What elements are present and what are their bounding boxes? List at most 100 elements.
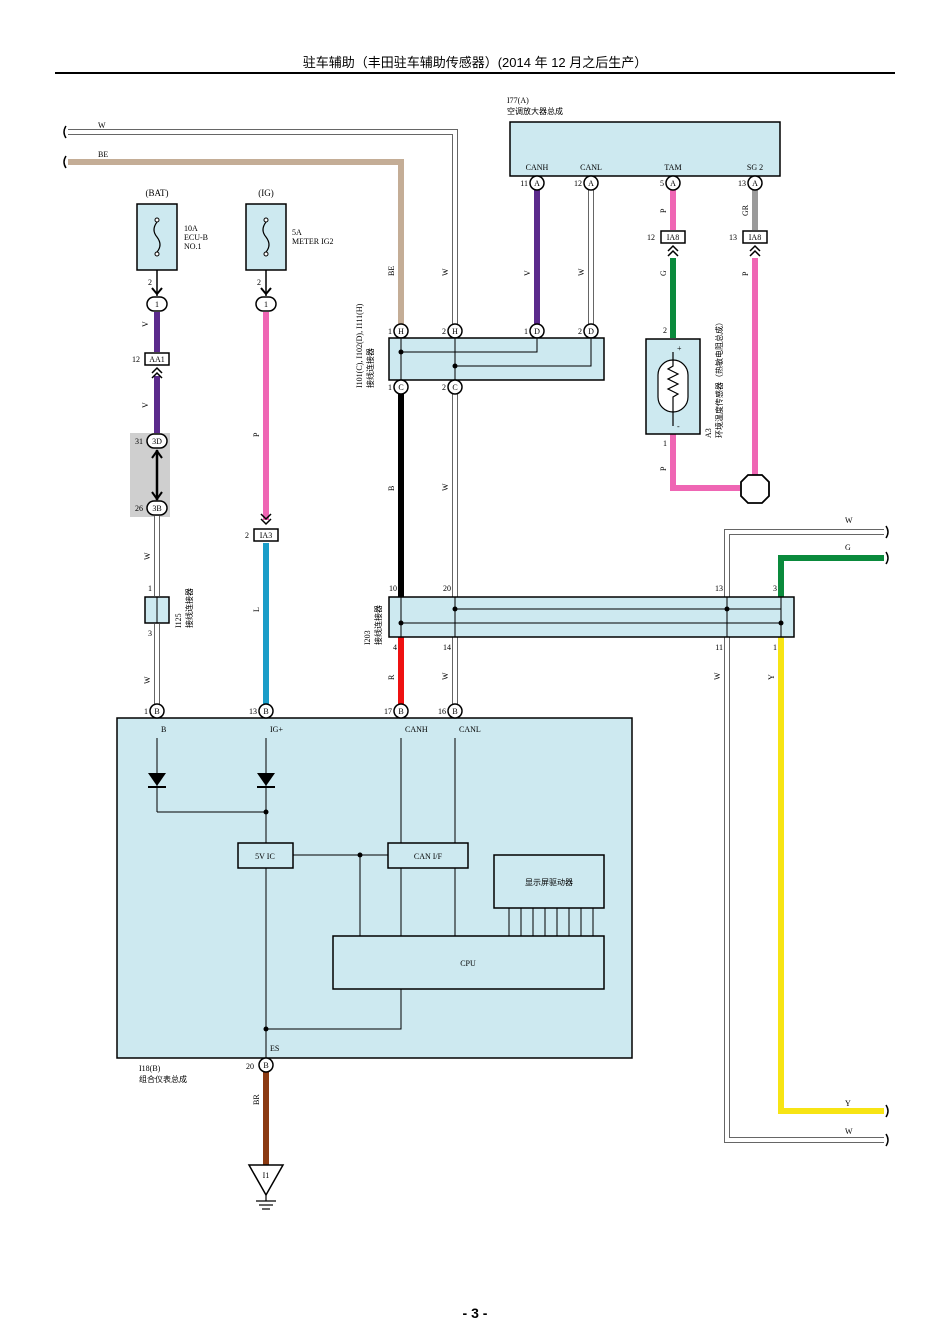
label-p-ig: P xyxy=(252,432,261,437)
label-p-sg2: P xyxy=(741,271,750,276)
meter-pin-conn: B xyxy=(398,707,403,716)
label-l-ig: L xyxy=(252,607,261,612)
ac-pin xyxy=(665,175,681,191)
junction-bottom-pin-conn: C xyxy=(398,383,403,392)
ac-pin-num: 11 xyxy=(520,179,528,188)
arrow-aa1-up xyxy=(151,366,163,379)
label-v-canh: V xyxy=(523,270,532,276)
arrow-3b-down xyxy=(151,491,163,501)
ac-pin-num: 13 xyxy=(738,179,746,188)
wire-right-g xyxy=(778,555,884,597)
block-5v-ic-label: 5V IC xyxy=(255,852,275,861)
connector-ia3-label: IA3 xyxy=(260,531,272,540)
connector-ia3-pin: 2 xyxy=(245,531,249,540)
connector-3b-label: 3B xyxy=(152,504,161,513)
fuse-ig-icon xyxy=(262,221,270,253)
page-number: - 3 - xyxy=(463,1305,488,1321)
meter-pin-conn: B xyxy=(263,707,268,716)
label-right-w1: W xyxy=(845,516,853,525)
connector-ia3 xyxy=(253,528,279,542)
ac-pin-label: SG 2 xyxy=(747,163,763,172)
junction-top-bus1 xyxy=(400,338,538,353)
arrow-3d-up xyxy=(151,449,163,459)
meter-pin-conn: B xyxy=(154,707,159,716)
label-w-bat1: W xyxy=(143,552,152,560)
arrow-bat-down xyxy=(151,287,163,296)
ac-pin-label: CANL xyxy=(580,163,602,172)
label-p-sensor: P xyxy=(659,466,668,471)
ac-amp-code: I77(A) xyxy=(507,96,529,105)
meter-pin-conn: B xyxy=(452,707,457,716)
meter-pin-label: CANL xyxy=(459,725,481,734)
block-5v-ic xyxy=(237,842,294,869)
ac-amplifier-box xyxy=(509,121,781,177)
ac-amp-name: 空调放大器总成 xyxy=(507,106,563,116)
break-right-w2 xyxy=(885,1133,889,1147)
break-top-be xyxy=(63,155,67,169)
arrow-ia8b-up xyxy=(749,244,761,257)
wire-right-y xyxy=(778,637,884,1114)
block-cpu xyxy=(332,935,605,990)
connector-3d-label: 3D xyxy=(152,437,162,446)
meter-pin-num: 1 xyxy=(144,707,148,716)
meter-pin-label: B xyxy=(161,725,166,734)
break-right-g xyxy=(885,551,889,565)
wire-right-w1 xyxy=(725,530,884,597)
junction-top-pin-num: 1 xyxy=(388,327,392,336)
junction-top-pin-conn: H xyxy=(452,327,458,336)
junction-bottom-pin-num: 2 xyxy=(442,383,446,392)
diode-ig-icon xyxy=(257,773,275,786)
label-w-bat2: W xyxy=(143,676,152,684)
connector-3b xyxy=(146,500,168,516)
label-w-canl: W xyxy=(577,268,586,276)
junction-top-pin-conn: D xyxy=(534,327,540,336)
fuse-ig-source: (IG) xyxy=(258,188,274,198)
block-can-if xyxy=(387,842,469,869)
connector-aa1-label: AA1 xyxy=(149,355,165,364)
meter-pin xyxy=(149,703,165,719)
fuse-bat-name2: NO.1 xyxy=(184,242,202,251)
meter-pin-num: 17 xyxy=(384,707,392,716)
meter-es-pin xyxy=(258,1057,274,1073)
wire-sensor-p xyxy=(670,434,740,491)
splice-octagon xyxy=(740,474,770,504)
ac-pin-label: TAM xyxy=(664,163,681,172)
fuse-ig-rating: 5A xyxy=(292,228,302,237)
label-p-tam: P xyxy=(659,208,668,213)
meter-pin-label: IG+ xyxy=(270,725,283,734)
i203-pin-bottom: 11 xyxy=(715,643,723,652)
label-r-red: R xyxy=(387,674,396,680)
label-top-be: BE xyxy=(98,150,108,159)
wire-top-be xyxy=(68,159,404,330)
label-be: BE xyxy=(387,266,396,276)
connector-ia8b xyxy=(742,230,768,244)
sensor-minus: - xyxy=(677,422,680,431)
sensor-pin-top: 2 xyxy=(663,326,667,335)
meter-es-pin-num: 20 xyxy=(246,1062,254,1071)
label-br: BR xyxy=(252,1094,261,1105)
label-right-w2: W xyxy=(845,1127,853,1136)
display-bus xyxy=(508,907,594,936)
junction-top-pin-conn: H xyxy=(398,327,404,336)
connector-3d xyxy=(146,433,168,449)
label-w-14: W xyxy=(441,672,450,680)
terminal-bat-label: 1 xyxy=(155,300,159,309)
junction-bottom-pin-num: 1 xyxy=(388,383,392,392)
i203-pin-top: 3 xyxy=(773,584,777,593)
fuse-bat-pin: 2 xyxy=(148,278,152,287)
terminal-ig xyxy=(255,296,277,312)
label-g-tam: G xyxy=(659,270,668,276)
terminal-ig-label: 1 xyxy=(264,300,268,309)
i203-pin-top: 20 xyxy=(443,584,451,593)
connector-3b-pin: 26 xyxy=(135,504,143,513)
label-w-h2: W xyxy=(441,268,450,276)
label-w-11: W xyxy=(713,672,722,680)
ac-pin-label: CANH xyxy=(526,163,549,172)
ac-pin xyxy=(747,175,763,191)
break-right-y xyxy=(885,1104,889,1118)
junction-top-name: 接线连接器 xyxy=(365,348,375,388)
wire-right-w2 xyxy=(725,637,884,1142)
ac-pin-num: 12 xyxy=(574,179,582,188)
i125-pin-bottom: 3 xyxy=(148,629,152,638)
meter-pin-label: CANH xyxy=(405,725,428,734)
